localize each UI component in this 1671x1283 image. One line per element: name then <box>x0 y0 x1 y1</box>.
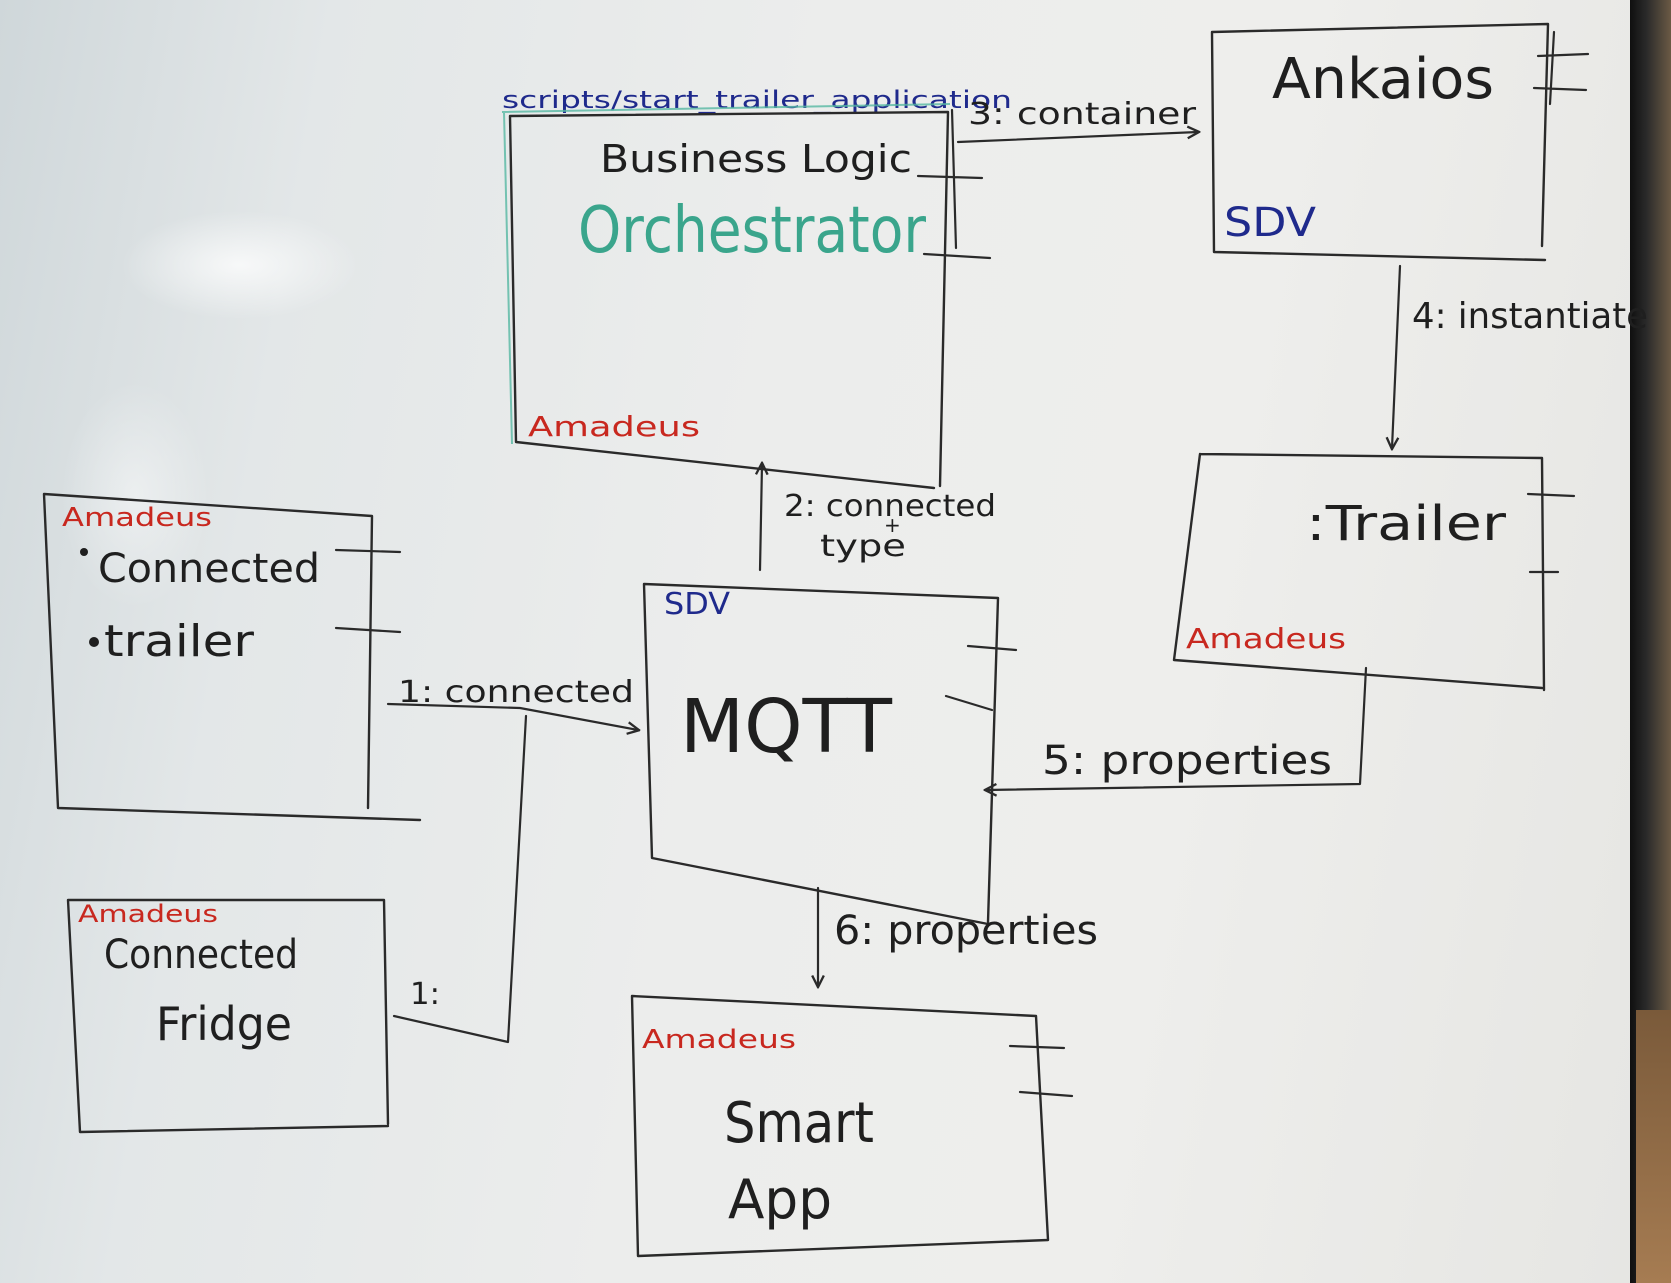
trailer-box: :Trailer Amadeus <box>1172 452 1576 692</box>
orchestrator-line1: Business Logic <box>600 137 912 181</box>
connected-trailer-line2: trailer <box>104 616 255 667</box>
orchestrator-tag: Amadeus <box>528 410 700 443</box>
orchestrator-box: Business Logic Orchestrator Amadeus <box>501 103 992 490</box>
ankaios-box: Ankaios SDV <box>1210 22 1590 262</box>
edge-2-label-a: 2: connected <box>784 489 996 524</box>
fridge-line2: Fridge <box>156 997 292 1051</box>
mqtt-title: MQTT <box>680 684 893 770</box>
diagram-canvas: scripts/start_trailer_application Busine… <box>42 22 1590 1258</box>
light-glare <box>60 380 210 610</box>
floor <box>1636 1010 1671 1283</box>
edge-6-label: 6: properties <box>834 908 1098 954</box>
script-path-label: scripts/start_trailer_application <box>502 86 1012 114</box>
smart-app-box: Amadeus Smart App <box>630 994 1074 1258</box>
edge-2-label-c: type <box>820 529 906 564</box>
bullet-icon <box>80 548 88 556</box>
edge-6-properties: 6: properties <box>818 886 1098 986</box>
connected-trailer-line1: Connected <box>98 546 320 592</box>
edge-3-label: 3: container <box>968 97 1197 132</box>
light-glare <box>120 210 360 320</box>
edge-1-connected: 1: connected <box>386 675 638 730</box>
edge-5-label: 5: properties <box>1042 738 1332 784</box>
fridge-box: Amadeus Connected Fridge <box>66 898 390 1134</box>
edge-4-instantiate: 4: instantiate <box>1392 264 1648 448</box>
mqtt-tag: SDV <box>664 587 731 622</box>
smart-app-tag: Amadeus <box>642 1025 796 1055</box>
mqtt-box: SDV MQTT <box>642 582 1018 926</box>
edge-3-container: 3: container <box>956 97 1198 144</box>
ankaios-tag: SDV <box>1224 200 1317 246</box>
connected-trailer-box: Amadeus Connected trailer <box>42 492 422 822</box>
edge-1-fridge: 1: <box>392 714 528 1044</box>
smart-app-line1: Smart <box>724 1091 874 1156</box>
trailer-title: :Trailer <box>1306 496 1506 552</box>
trailer-tag: Amadeus <box>1186 622 1346 655</box>
edge-2-connected-type: 2: connected + type <box>760 464 996 572</box>
orchestrator-line2: Orchestrator <box>578 194 927 268</box>
edge-1-label: 1: connected <box>398 675 634 710</box>
fridge-tag: Amadeus <box>78 900 218 928</box>
ankaios-title: Ankaios <box>1272 47 1494 112</box>
edge-5-properties: 5: properties <box>986 666 1368 790</box>
fridge-line1: Connected <box>104 932 298 978</box>
connected-trailer-tag: Amadeus <box>62 503 212 533</box>
smart-app-line2: App <box>728 1168 832 1231</box>
edge-1b-label: 1: <box>410 977 440 1012</box>
bullet-icon <box>89 637 99 647</box>
edge-2-label-b: + <box>884 513 901 537</box>
edge-4-label: 4: instantiate <box>1412 296 1648 337</box>
whiteboard <box>0 0 1630 1283</box>
